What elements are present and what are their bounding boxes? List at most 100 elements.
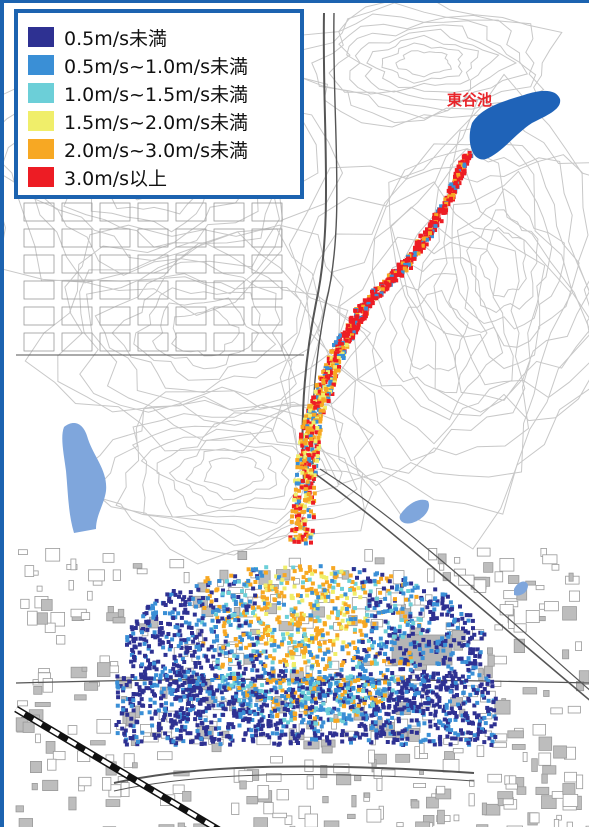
velocity-cell xyxy=(205,576,210,581)
velocity-cell xyxy=(341,704,346,709)
velocity-cell xyxy=(365,618,370,623)
velocity-cell xyxy=(133,676,138,681)
velocity-cell xyxy=(242,698,247,703)
velocity-cell xyxy=(418,652,423,657)
velocity-cell xyxy=(171,666,176,671)
velocity-cell xyxy=(116,695,121,700)
velocity-cell xyxy=(275,617,280,622)
velocity-cell xyxy=(352,591,357,596)
velocity-cell xyxy=(311,420,316,425)
velocity-cell xyxy=(421,678,425,683)
velocity-cell xyxy=(196,655,201,660)
building xyxy=(41,599,53,611)
velocity-cell xyxy=(409,594,414,599)
velocity-cell xyxy=(340,732,345,737)
velocity-cell xyxy=(341,712,346,717)
velocity-cell xyxy=(323,666,328,671)
velocity-cell xyxy=(156,708,161,713)
velocity-cell xyxy=(427,739,432,744)
velocity-cell xyxy=(296,629,301,634)
velocity-cell xyxy=(200,620,205,625)
velocity-cell xyxy=(149,676,154,681)
building xyxy=(425,796,439,809)
velocity-cell xyxy=(301,728,305,733)
velocity-cell xyxy=(466,720,471,725)
velocity-cell xyxy=(311,435,316,440)
velocity-cell xyxy=(328,690,333,695)
building xyxy=(132,563,143,569)
velocity-cell xyxy=(471,721,475,726)
velocity-cell xyxy=(205,689,210,694)
velocity-cell xyxy=(245,709,250,714)
velocity-cell xyxy=(309,686,313,691)
velocity-cell xyxy=(442,205,447,210)
velocity-cell xyxy=(218,742,223,747)
velocity-cell xyxy=(321,392,326,397)
velocity-cell xyxy=(211,605,216,610)
velocity-cell xyxy=(250,692,255,697)
velocity-cell xyxy=(199,673,204,678)
velocity-cell xyxy=(448,600,453,605)
legend-item-4: 1.5m/s~2.0m/s未満 xyxy=(28,107,300,135)
velocity-cell xyxy=(290,528,295,533)
velocity-cell xyxy=(309,421,314,426)
building xyxy=(137,280,169,300)
velocity-cell xyxy=(294,648,299,653)
velocity-cell xyxy=(256,707,261,711)
velocity-cell xyxy=(303,438,308,443)
velocity-cell xyxy=(341,699,346,704)
building xyxy=(18,818,34,827)
velocity-cell xyxy=(314,737,318,742)
velocity-cell xyxy=(260,590,265,595)
velocity-cell xyxy=(315,615,320,620)
velocity-cell xyxy=(194,604,198,609)
velocity-cell xyxy=(138,636,143,641)
velocity-cell xyxy=(383,687,388,692)
velocity-cell xyxy=(345,682,350,687)
velocity-cell xyxy=(303,441,308,446)
velocity-cell xyxy=(170,688,175,693)
velocity-cell xyxy=(470,635,474,640)
velocity-cell xyxy=(472,659,477,663)
velocity-cell xyxy=(347,693,351,698)
velocity-cell xyxy=(272,642,277,647)
velocity-cell xyxy=(161,601,166,605)
velocity-cell xyxy=(330,392,335,396)
velocity-cell xyxy=(408,642,413,647)
velocity-cell xyxy=(227,735,232,740)
building xyxy=(562,794,579,808)
velocity-cell xyxy=(409,581,414,586)
velocity-cell xyxy=(193,661,198,665)
legend-swatch-4 xyxy=(28,111,54,131)
velocity-cell xyxy=(490,684,495,689)
velocity-cell xyxy=(431,616,436,621)
velocity-cell xyxy=(372,621,377,626)
velocity-cell xyxy=(131,698,136,703)
building xyxy=(102,553,115,563)
velocity-cell xyxy=(236,661,241,666)
velocity-cell xyxy=(300,639,305,644)
velocity-cell xyxy=(397,624,402,629)
velocity-cell xyxy=(352,709,357,714)
velocity-cell xyxy=(347,578,352,583)
velocity-cell xyxy=(151,611,156,616)
velocity-cell xyxy=(381,705,386,710)
velocity-cell xyxy=(422,683,427,688)
building xyxy=(522,752,528,763)
velocity-cell xyxy=(221,645,226,650)
velocity-cell xyxy=(449,728,454,733)
velocity-cell xyxy=(178,728,183,733)
velocity-cell xyxy=(250,636,255,641)
velocity-cell xyxy=(202,606,207,610)
velocity-cell xyxy=(342,612,347,617)
building xyxy=(99,306,131,326)
velocity-cell xyxy=(367,298,372,303)
velocity-cell xyxy=(139,739,144,744)
velocity-cell xyxy=(321,378,326,383)
velocity-cell xyxy=(400,691,405,696)
velocity-cell xyxy=(267,628,272,632)
velocity-cell xyxy=(269,637,274,642)
velocity-cell xyxy=(127,679,132,684)
velocity-cell xyxy=(197,684,202,688)
velocity-cell xyxy=(142,681,147,686)
